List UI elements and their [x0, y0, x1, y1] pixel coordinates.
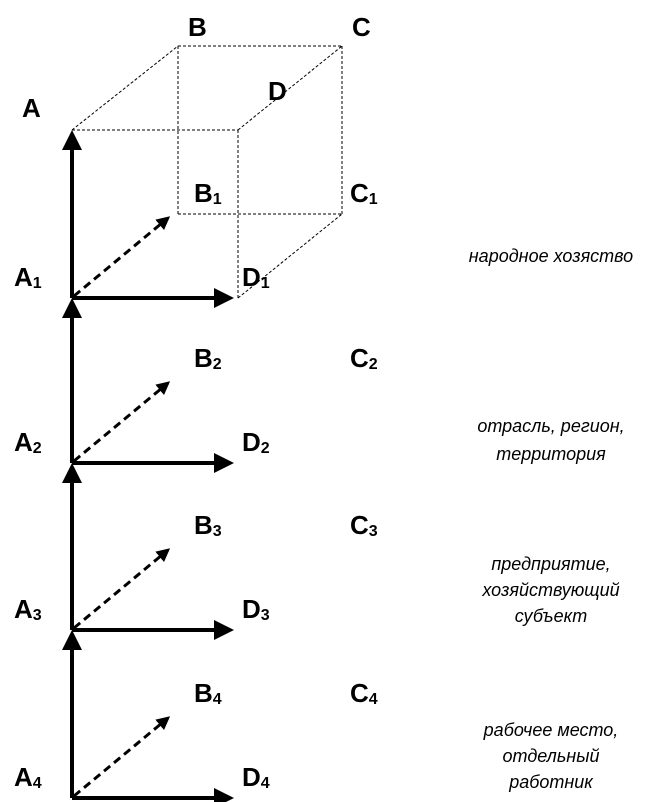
axis-arrow-diagonal	[73, 381, 171, 463]
cube-edge	[237, 213, 343, 299]
label-B4: B4	[194, 678, 222, 708]
label-A1: A1	[14, 262, 42, 292]
label-C: C	[352, 12, 371, 42]
axis-arrow-diagonal	[73, 216, 171, 298]
label-D: D	[268, 76, 287, 106]
label-A4: A4	[14, 762, 42, 792]
label-B2: B2	[194, 343, 222, 373]
label-A: A	[22, 93, 41, 123]
cube-wireframe	[71, 45, 343, 299]
label-D4: D4	[242, 762, 270, 792]
level-description: народное хозяство	[469, 246, 633, 266]
level-description: территория	[496, 444, 606, 464]
level-description: отрасль, регион,	[477, 416, 624, 436]
label-C1: C1	[350, 178, 378, 208]
cube-edge	[71, 45, 179, 131]
axis-arrow-diagonal	[73, 548, 171, 630]
label-D3: D3	[242, 594, 270, 624]
label-D1: D1	[242, 262, 270, 292]
label-C4: C4	[350, 678, 378, 708]
level-description: работник	[508, 772, 594, 792]
label-B1: B1	[194, 178, 222, 208]
level-description: отдельный	[503, 746, 600, 766]
label-C2: C2	[350, 343, 378, 373]
label-D2: D2	[242, 427, 270, 457]
level-description: субъект	[515, 606, 588, 626]
level-description: рабочее место,	[483, 720, 619, 740]
axis-arrow-diagonal	[73, 716, 171, 798]
label-A2: A2	[14, 427, 42, 457]
cube-edge	[237, 45, 343, 131]
label-B3: B3	[194, 510, 222, 540]
level-description: предприятие,	[491, 554, 610, 574]
label-A3: A3	[14, 594, 42, 624]
level-description: хозяйствующий	[481, 580, 619, 600]
label-C3: C3	[350, 510, 378, 540]
label-B: B	[188, 12, 207, 42]
